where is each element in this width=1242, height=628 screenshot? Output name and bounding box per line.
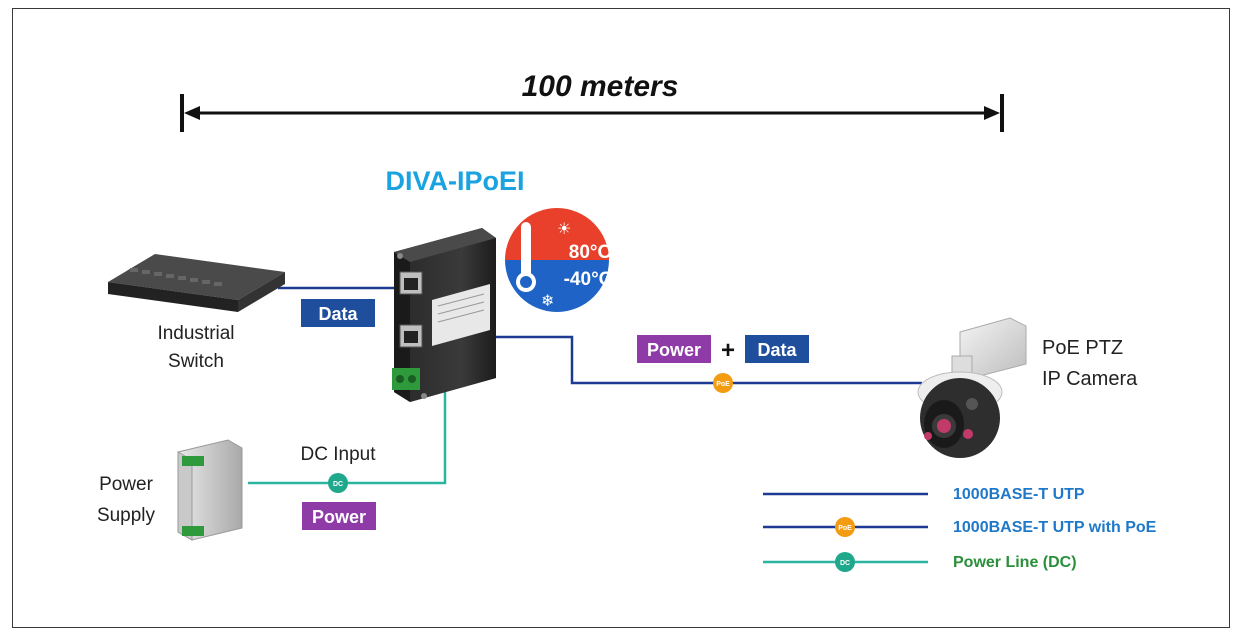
dc-power-cable xyxy=(248,378,447,485)
dc-marker-icon: DC xyxy=(328,473,348,493)
poe-injector-icon xyxy=(392,228,496,402)
temp-high-label: 80°C xyxy=(569,242,612,263)
legend-item-dc: DC Power Line (DC) xyxy=(763,552,1077,572)
poe-marker-icon: PoE xyxy=(713,373,733,393)
network-diagram: 100 meters DIVA-IPoEI Industrial Switch … xyxy=(97,70,1157,572)
camera-label-line1: PoE PTZ xyxy=(1042,337,1123,359)
svg-text:+: + xyxy=(721,337,735,364)
legend: 1000BASE-T UTP PoE 1000BASE-T UTP with P… xyxy=(763,486,1157,572)
device-title: DIVA-IPoEI xyxy=(385,166,524,196)
psu-label-line1: Power xyxy=(99,474,154,495)
distance-arrow xyxy=(180,94,1004,132)
power-badge: Power xyxy=(302,502,376,530)
svg-text:PoE: PoE xyxy=(838,525,852,532)
legend-item-utp-poe: PoE 1000BASE-T UTP with PoE xyxy=(763,517,1157,537)
distance-label: 100 meters xyxy=(522,70,679,103)
camera-label-line2: IP Camera xyxy=(1042,368,1138,390)
svg-text:1000BASE-T UTP: 1000BASE-T UTP xyxy=(953,486,1085,503)
switch-label-line1: Industrial xyxy=(157,323,234,344)
svg-text:Power Line (DC): Power Line (DC) xyxy=(953,554,1077,571)
svg-text:Power: Power xyxy=(647,340,701,360)
svg-text:Data: Data xyxy=(318,304,358,324)
legend-item-utp: 1000BASE-T UTP xyxy=(763,486,1085,503)
temp-low-label: -40°C xyxy=(564,269,613,290)
svg-text:1000BASE-T UTP with PoE: 1000BASE-T UTP with PoE xyxy=(953,519,1157,536)
svg-text:Data: Data xyxy=(757,340,797,360)
industrial-switch-icon xyxy=(108,254,285,312)
temperature-range-icon: ☀ ❄ xyxy=(505,208,609,312)
svg-text:DC: DC xyxy=(333,481,343,488)
sun-icon: ☀ xyxy=(557,221,571,238)
power-data-badges: Power + Data xyxy=(637,335,809,364)
psu-label-line2: Supply xyxy=(97,505,156,526)
ptz-camera-icon xyxy=(917,317,1027,458)
power-supply-icon xyxy=(177,439,243,541)
switch-label-line2: Switch xyxy=(168,351,224,372)
svg-text:DC: DC xyxy=(840,560,850,567)
dc-input-label: DC Input xyxy=(301,444,377,465)
svg-text:Power: Power xyxy=(312,507,366,527)
snowflake-icon: ❄ xyxy=(541,293,554,310)
svg-text:PoE: PoE xyxy=(716,381,730,388)
data-badge: Data xyxy=(301,299,375,327)
